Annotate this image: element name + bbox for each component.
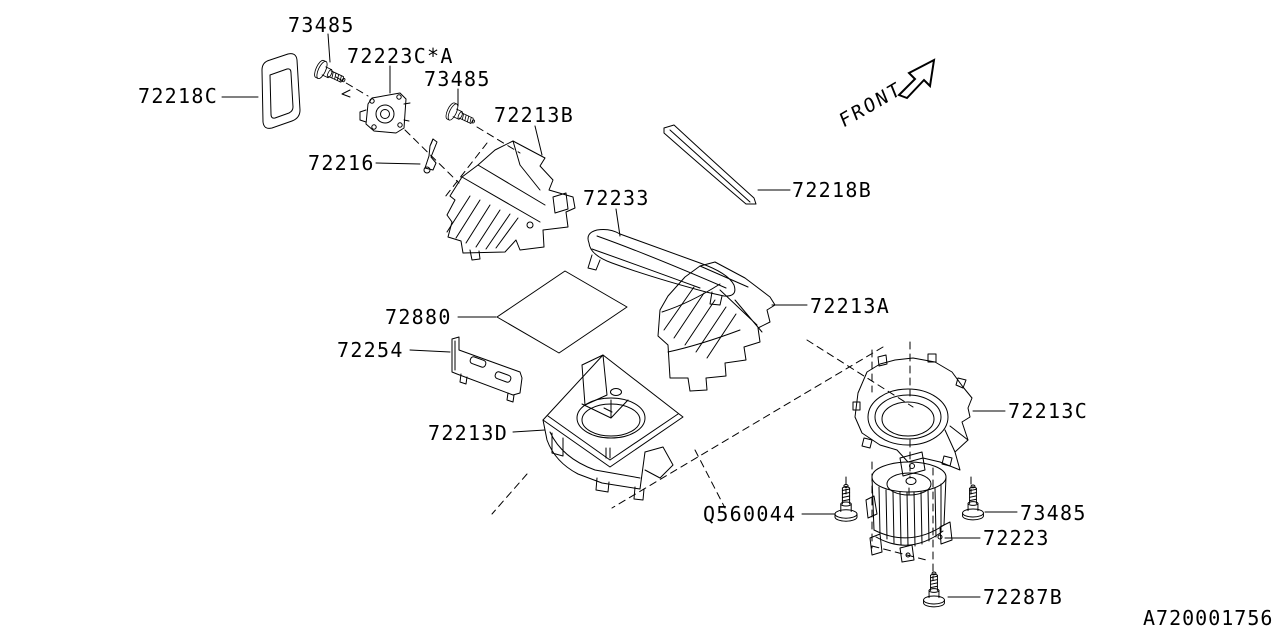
part-72223-blower-motor-drawing bbox=[865, 461, 953, 563]
callout-72223[interactable]: 72223 bbox=[983, 526, 1050, 550]
callout-72213b[interactable]: 72213B bbox=[494, 103, 574, 127]
callout-72213d[interactable]: 72213D bbox=[428, 421, 508, 445]
part-72880-filter-drawing bbox=[496, 270, 628, 354]
screw-72287b-drawing bbox=[923, 571, 945, 608]
screw-73485-bottom-drawing bbox=[962, 484, 984, 521]
callout-73485-top[interactable]: 73485 bbox=[288, 13, 355, 37]
drawing-code: A720001756 bbox=[1143, 606, 1273, 630]
callout-72254[interactable]: 72254 bbox=[337, 338, 404, 362]
screw-73485-mid-drawing bbox=[443, 101, 479, 131]
callout-72880[interactable]: 72880 bbox=[385, 305, 452, 329]
callout-72213c[interactable]: 72213C bbox=[1008, 399, 1088, 423]
part-72213a-case-drawing bbox=[657, 261, 776, 392]
part-72213d-case-drawing bbox=[542, 354, 684, 501]
callout-72213a[interactable]: 72213A bbox=[810, 294, 890, 318]
part-72213c-blower-case-drawing bbox=[852, 353, 973, 477]
callout-73485-mid[interactable]: 73485 bbox=[424, 67, 491, 91]
part-72233-duct-drawing bbox=[587, 229, 736, 306]
part-72213b-case-drawing bbox=[446, 140, 576, 261]
callout-72287b[interactable]: 72287B bbox=[983, 585, 1063, 609]
callout-72218b[interactable]: 72218B bbox=[792, 178, 872, 202]
leader-lines bbox=[221, 33, 1018, 598]
callout-72233[interactable]: 72233 bbox=[583, 186, 650, 210]
front-arrow-icon bbox=[897, 58, 936, 100]
screw-73485-top-drawing bbox=[312, 58, 350, 90]
callout-73485-bottom[interactable]: 73485 bbox=[1020, 501, 1087, 525]
callout-72218c[interactable]: 72218C bbox=[138, 84, 218, 108]
callout-72216[interactable]: 72216 bbox=[308, 151, 375, 175]
front-label: FRONT bbox=[836, 76, 905, 132]
callout-q560044[interactable]: Q560044 bbox=[703, 502, 796, 526]
part-72223ca-actuator-drawing bbox=[341, 89, 411, 134]
part-72216-lever-drawing bbox=[423, 138, 438, 174]
part-72254-cover-drawing bbox=[451, 336, 523, 403]
screw-q560044-drawing bbox=[834, 484, 858, 522]
front-direction-indicator: FRONT bbox=[836, 58, 936, 133]
callout-72223ca[interactable]: 72223C*A bbox=[347, 44, 454, 68]
part-72218b-seal-strip-drawing bbox=[663, 124, 757, 205]
part-72218c-seal-drawing bbox=[261, 53, 301, 129]
